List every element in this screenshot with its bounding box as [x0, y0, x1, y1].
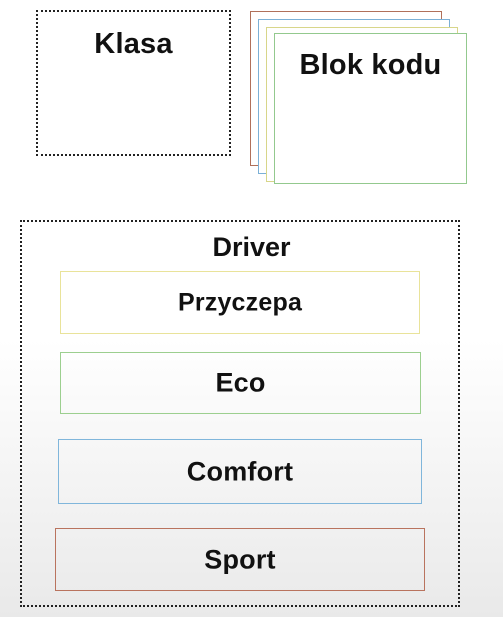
eco-block: Eco — [60, 352, 421, 414]
class-legend-box: Klasa — [36, 10, 231, 156]
code-block-legend-box: Blok kodu — [274, 33, 467, 184]
comfort-block-label: Comfort — [186, 456, 294, 486]
eco-block-label: Eco — [215, 367, 266, 398]
driver-class-title: Driver — [212, 232, 291, 262]
sport-block: Sport — [55, 528, 425, 591]
comfort-block: Comfort — [58, 439, 422, 504]
przyczepa-block: Przyczepa — [60, 271, 420, 334]
sport-block-label: Sport — [204, 544, 276, 574]
class-legend-label: Klasa — [94, 28, 173, 60]
przyczepa-block-label: Przyczepa — [177, 288, 303, 316]
driver-class-box — [20, 220, 460, 607]
code-block-legend-label: Blok kodu — [299, 49, 442, 81]
